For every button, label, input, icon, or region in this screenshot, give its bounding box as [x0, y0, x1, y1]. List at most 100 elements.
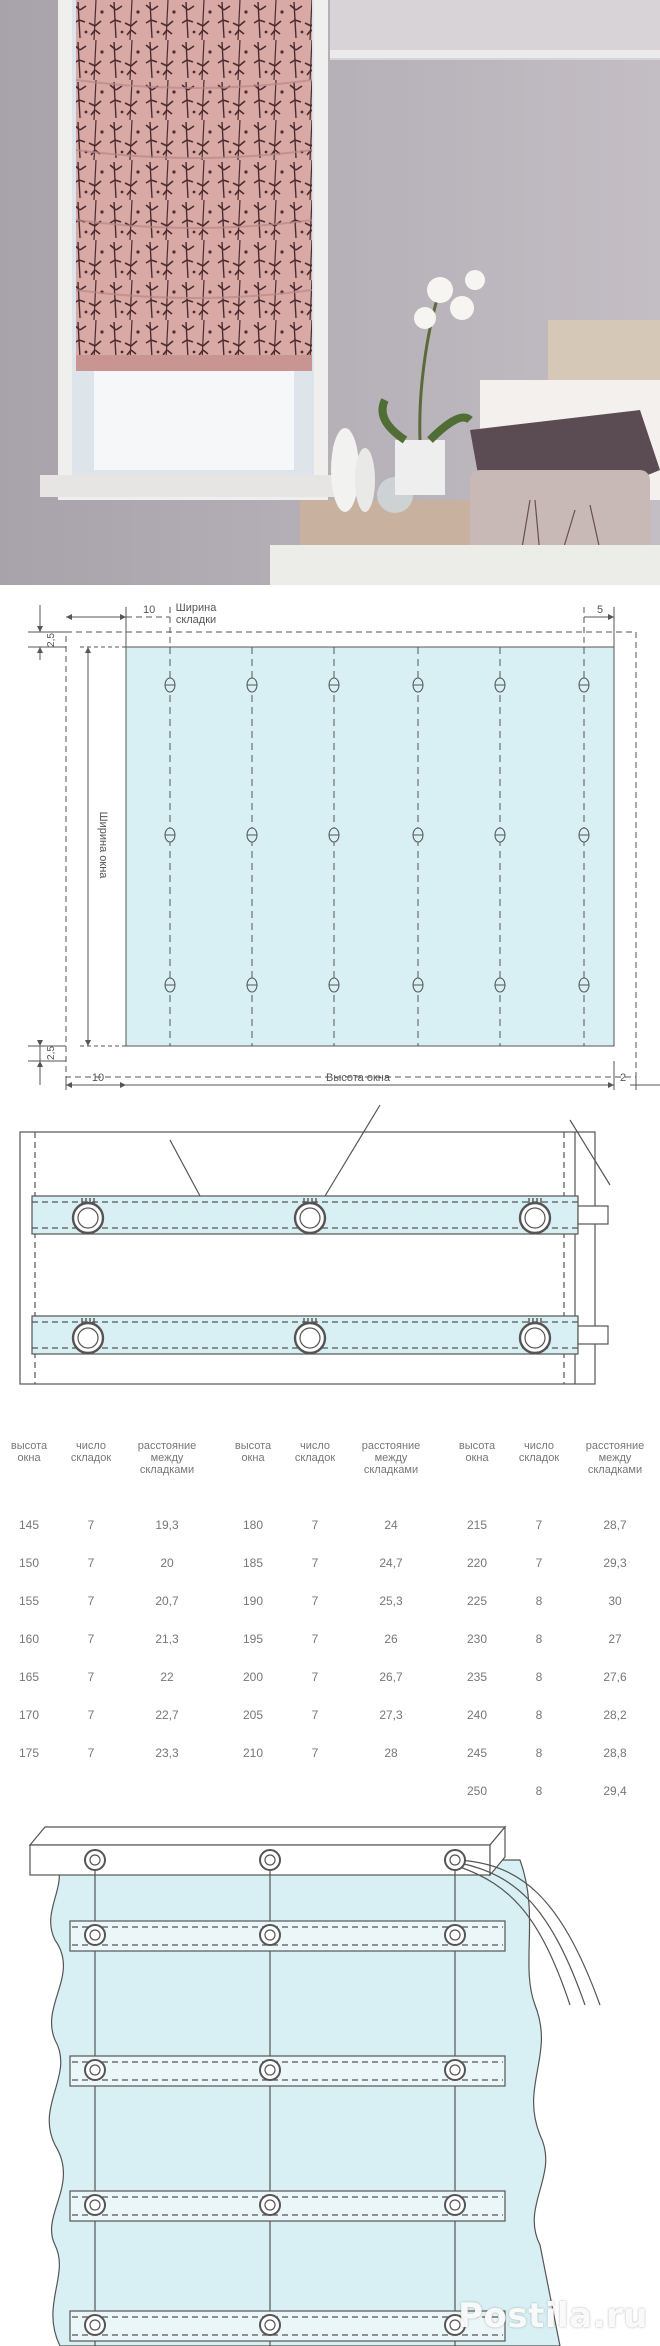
- table-cell: 27: [608, 1632, 622, 1646]
- fabric-panel: [125, 646, 615, 1047]
- table-cell: 7: [311, 1708, 319, 1722]
- table-cell: 165: [18, 1670, 40, 1684]
- ring-icon: [293, 1321, 327, 1355]
- table-cell: 29,3: [603, 1556, 627, 1570]
- dim-10-bottom: 10: [92, 1072, 104, 1084]
- ring-icon: [84, 2194, 106, 2216]
- table-cell: 7: [311, 1632, 319, 1646]
- window-height-label: Высота окна: [326, 1072, 391, 1084]
- table-cell: 7: [87, 1632, 95, 1646]
- ring-icon: [444, 2059, 466, 2081]
- table-cell: 23,3: [155, 1746, 179, 1760]
- dim-10-top: 10: [143, 604, 155, 616]
- table-cell: 27,6: [603, 1670, 627, 1684]
- table-cell: 20,7: [155, 1594, 179, 1608]
- batten-strip: [69, 2310, 506, 2342]
- table-cell: 150: [18, 1556, 40, 1570]
- table-cell: 180: [242, 1518, 264, 1532]
- table-cell: 225: [466, 1594, 488, 1608]
- table-cell: 25,3: [379, 1594, 403, 1608]
- window-width-label: Ширина окна: [97, 812, 109, 880]
- watermark: Postila.ru: [458, 2296, 648, 2336]
- table-cell: 160: [18, 1632, 40, 1646]
- table-cell: 26: [384, 1632, 398, 1646]
- fold-width-label-2: складки: [176, 614, 216, 626]
- table-cell: 245: [466, 1746, 488, 1760]
- table-cell: 21,3: [155, 1632, 179, 1646]
- ring-icon: [444, 1849, 466, 1871]
- ring-icon: [293, 1201, 327, 1235]
- table-cell: 210: [242, 1746, 264, 1760]
- ring-icon: [259, 1924, 281, 1946]
- ring-icon: [84, 2314, 106, 2336]
- ring-icon: [84, 1924, 106, 1946]
- bedroom-illustration: [0, 0, 660, 585]
- table-cell: 240: [466, 1708, 488, 1722]
- bedroom-photo: [0, 0, 660, 585]
- table-cell: 28,7: [603, 1518, 627, 1532]
- rod-end: [577, 1205, 609, 1225]
- table-cell: 30: [608, 1594, 622, 1608]
- table-cell: 7: [311, 1594, 319, 1608]
- table-cell: 7: [87, 1556, 95, 1570]
- rod-end: [577, 1325, 609, 1345]
- assembled-blind-diagram: [0, 1805, 660, 2346]
- table-cell: 7: [87, 1518, 95, 1532]
- ring-icon: [518, 1201, 552, 1235]
- table-cell: 185: [242, 1556, 264, 1570]
- batten-strip: [69, 1920, 506, 1952]
- ring-icon: [71, 1201, 105, 1235]
- ring-icon: [84, 1849, 106, 1871]
- ring-icon: [518, 1321, 552, 1355]
- table-cell: 8: [535, 1784, 543, 1798]
- dim-25-bottom: 2,5: [46, 1046, 57, 1060]
- ring-icon: [444, 2314, 466, 2336]
- table-cell: 250: [466, 1784, 488, 1798]
- table-cell: 195: [242, 1632, 264, 1646]
- pointer-line: [569, 1119, 611, 1186]
- table-cell: 7: [87, 1594, 95, 1608]
- folded-fabric: [48, 1859, 561, 2346]
- table-cell: 24: [384, 1518, 398, 1532]
- table-cell: 7: [311, 1518, 319, 1532]
- table-cell: 155: [18, 1594, 40, 1608]
- ring-icon: [259, 2314, 281, 2336]
- table-cell: 170: [18, 1708, 40, 1722]
- table-cell: 8: [535, 1632, 543, 1646]
- ring-icon: [71, 1321, 105, 1355]
- table-cell: 7: [535, 1556, 543, 1570]
- table-cell: 20: [160, 1556, 174, 1570]
- fold-width-label-1: Ширина: [176, 602, 218, 614]
- table-cell: 28,8: [603, 1746, 627, 1760]
- ring-icon: [84, 2059, 106, 2081]
- dim-25-top: 2,5: [46, 633, 57, 647]
- table-cell: 26,7: [379, 1670, 403, 1684]
- table-cell: 220: [466, 1556, 488, 1570]
- ring-icon: [259, 1849, 281, 1871]
- ring-icon: [259, 2059, 281, 2081]
- table-cell: 175: [18, 1746, 40, 1760]
- batten-strip: [69, 2055, 506, 2087]
- table-cell: 28,2: [603, 1708, 627, 1722]
- table-cell: 7: [87, 1708, 95, 1722]
- ring-icon: [444, 1924, 466, 1946]
- batten-strip: [69, 2190, 506, 2222]
- pointer-line: [169, 1139, 201, 1197]
- table-cell: 24,7: [379, 1556, 403, 1570]
- rings-detail-diagram: [0, 1100, 660, 1430]
- table-cell: 215: [466, 1518, 488, 1532]
- pointer-line: [324, 1104, 381, 1197]
- table-cell: 22: [160, 1670, 174, 1684]
